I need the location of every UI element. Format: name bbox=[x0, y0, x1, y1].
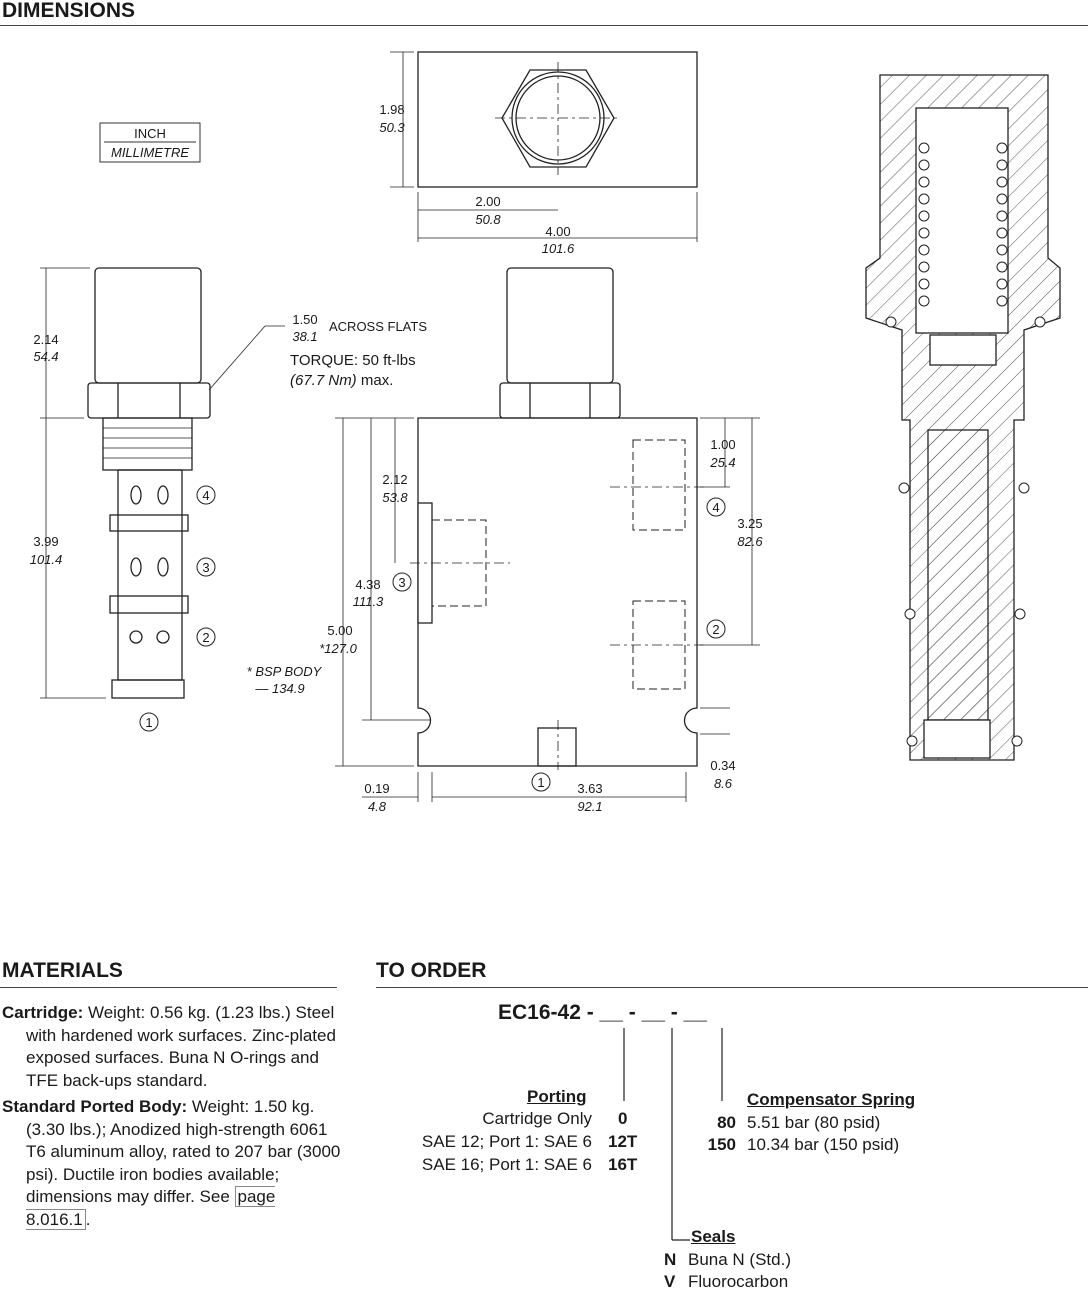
svg-text:(67.7 Nm) max.: (67.7 Nm) max. bbox=[290, 372, 393, 389]
seals-title: Seals bbox=[691, 1227, 736, 1246]
port-4-marker bbox=[196, 485, 216, 505]
bsp-body-value: — 134.9 bbox=[254, 681, 304, 696]
port-2-marker bbox=[196, 627, 216, 647]
dim-d3-mm: *127.0 bbox=[319, 641, 357, 656]
spring-code-1: 150 bbox=[707, 1135, 736, 1154]
spring-label-0: 5.51 bar (80 psid) bbox=[747, 1113, 881, 1132]
dim-hex-mm: 38.1 bbox=[292, 329, 317, 344]
body-port-3-marker bbox=[392, 572, 412, 592]
dim-r2-mm: 82.6 bbox=[737, 534, 763, 549]
dim-d3-in: 5.00 bbox=[327, 623, 352, 638]
port-4-label: 4 bbox=[202, 488, 209, 503]
torque-max: max. bbox=[357, 372, 394, 389]
materials-rule bbox=[0, 987, 337, 988]
body-end: . bbox=[85, 1209, 91, 1229]
spring-label-1: 10.34 bar (150 psid) bbox=[747, 1135, 900, 1154]
dim-r1-in: 1.00 bbox=[710, 437, 735, 452]
top-view-labels: 1.98 50.3 2.00 50.8 4.00 101.6 bbox=[379, 102, 575, 256]
order-title: TO ORDER bbox=[376, 959, 487, 982]
porting-code-2: 16T bbox=[608, 1155, 638, 1174]
port-3-label: 3 bbox=[202, 560, 209, 575]
dim-half-in: 2.00 bbox=[475, 194, 500, 209]
seal-code-0: N bbox=[664, 1250, 677, 1269]
dim-d2-in: 4.38 bbox=[355, 577, 380, 592]
dim-hex-in: 1.50 bbox=[292, 312, 317, 327]
spring-title: Compensator Spring bbox=[747, 1090, 916, 1109]
port-2-label: 2 bbox=[202, 630, 209, 645]
dim-r2-in: 3.25 bbox=[737, 516, 762, 531]
dim-r3-in: 0.34 bbox=[710, 758, 735, 773]
porting-title: Porting bbox=[527, 1087, 587, 1106]
across-flats-label: ACROSS FLATS bbox=[329, 319, 427, 334]
materials-text: Cartridge: Weight: 0.56 kg. (1.23 lbs.) … bbox=[2, 1002, 342, 1235]
section-view bbox=[865, 74, 1061, 761]
dim-d1-in: 2.12 bbox=[382, 472, 407, 487]
title-rule bbox=[0, 25, 1088, 26]
units-legend: INCH MILLIMETRE bbox=[99, 122, 201, 163]
porting-label-0: Cartridge Only bbox=[482, 1109, 592, 1128]
body-text: Weight: 1.50 kg. (3.30 lbs.); Anodized h… bbox=[26, 1097, 341, 1206]
dim-r3-mm: 8.6 bbox=[714, 776, 733, 791]
port-1-label: 1 bbox=[145, 715, 152, 730]
dim-b1-in: 0.19 bbox=[364, 781, 389, 796]
dim-r1-mm: 25.4 bbox=[709, 455, 735, 470]
dim-b2-in: 3.63 bbox=[577, 781, 602, 796]
dim-b1-mm: 4.8 bbox=[368, 799, 387, 814]
dim-height-mm: 50.3 bbox=[379, 120, 405, 135]
seal-code-1: V bbox=[664, 1272, 676, 1291]
porting-code-0: 0 bbox=[618, 1109, 628, 1128]
torque-line: TORQUE: 50 ft-lbs bbox=[290, 352, 416, 369]
units-mm: MILLIMETRE bbox=[111, 145, 189, 160]
body-drawing bbox=[335, 267, 760, 802]
spring-code-0: 80 bbox=[717, 1113, 736, 1132]
cartridge-drawing bbox=[40, 267, 285, 699]
body-port-3-label: 3 bbox=[398, 575, 405, 590]
bsp-body-note: * BSP BODY bbox=[247, 664, 323, 679]
order-rule bbox=[376, 987, 1088, 988]
body-port-2-marker bbox=[706, 619, 726, 639]
seal-label-0: Buna N (Std.) bbox=[688, 1250, 791, 1269]
top-view bbox=[390, 51, 698, 242]
body-port-4-label: 4 bbox=[712, 500, 719, 515]
dim-height-in: 1.98 bbox=[379, 102, 404, 117]
materials-body: Standard Ported Body: Weight: 1.50 kg. (… bbox=[2, 1096, 342, 1231]
dim-d2-mm: 111.3 bbox=[353, 594, 384, 609]
body-port-4-marker bbox=[706, 497, 726, 517]
dimensions-title: DIMENSIONS bbox=[2, 0, 136, 22]
porting-label-1: SAE 12; Port 1: SAE 6 bbox=[421, 1132, 592, 1151]
cartridge-text: Weight: 0.56 kg. (1.23 lbs.) Steel with … bbox=[26, 1003, 336, 1090]
port-3-marker bbox=[196, 557, 216, 577]
page-link[interactable]: page 8.016.1 bbox=[26, 1186, 276, 1230]
materials-title: MATERIALS bbox=[2, 959, 123, 982]
body-port-1-label: 1 bbox=[537, 775, 544, 790]
dim-body-mm: 101.4 bbox=[30, 552, 63, 567]
dimension-drawing: INCH MILLIMETRE 1.98 50.3 2.00 50.8 4.00… bbox=[30, 51, 1061, 814]
body-port-2-label: 2 bbox=[712, 622, 719, 637]
dim-top-in: 2.14 bbox=[33, 332, 58, 347]
dim-half-mm: 50.8 bbox=[475, 212, 501, 227]
dim-body-in: 3.99 bbox=[33, 534, 58, 549]
body-label: Standard Ported Body: bbox=[2, 1097, 188, 1116]
dim-b2-mm: 92.1 bbox=[577, 799, 602, 814]
materials-cartridge: Cartridge: Weight: 0.56 kg. (1.23 lbs.) … bbox=[2, 1002, 342, 1092]
porting-code-1: 12T bbox=[608, 1132, 638, 1151]
dim-width-in: 4.00 bbox=[545, 224, 570, 239]
seal-label-1: Fluorocarbon bbox=[688, 1272, 789, 1291]
body-labels: 2.12 53.8 4.38 111.3 5.00 *127.0 * BSP B… bbox=[247, 437, 764, 814]
dim-d1-mm: 53.8 bbox=[382, 490, 408, 505]
cartridge-labels: 2.14 54.4 3.99 101.4 1.50 38.1 ACROSS FL… bbox=[30, 312, 427, 732]
porting-label-2: SAE 16; Port 1: SAE 6 bbox=[421, 1155, 592, 1174]
port-1-marker bbox=[139, 712, 159, 732]
units-inch: INCH bbox=[134, 126, 166, 141]
body-port-1-marker bbox=[531, 772, 551, 792]
torque-metric: (67.7 Nm) bbox=[290, 372, 357, 389]
cartridge-label: Cartridge: bbox=[2, 1003, 84, 1022]
dim-top-mm: 54.4 bbox=[33, 349, 58, 364]
dim-width-mm: 101.6 bbox=[542, 241, 575, 256]
order-model-code: EC16-42 - __ - __ - __ bbox=[498, 1001, 707, 1024]
